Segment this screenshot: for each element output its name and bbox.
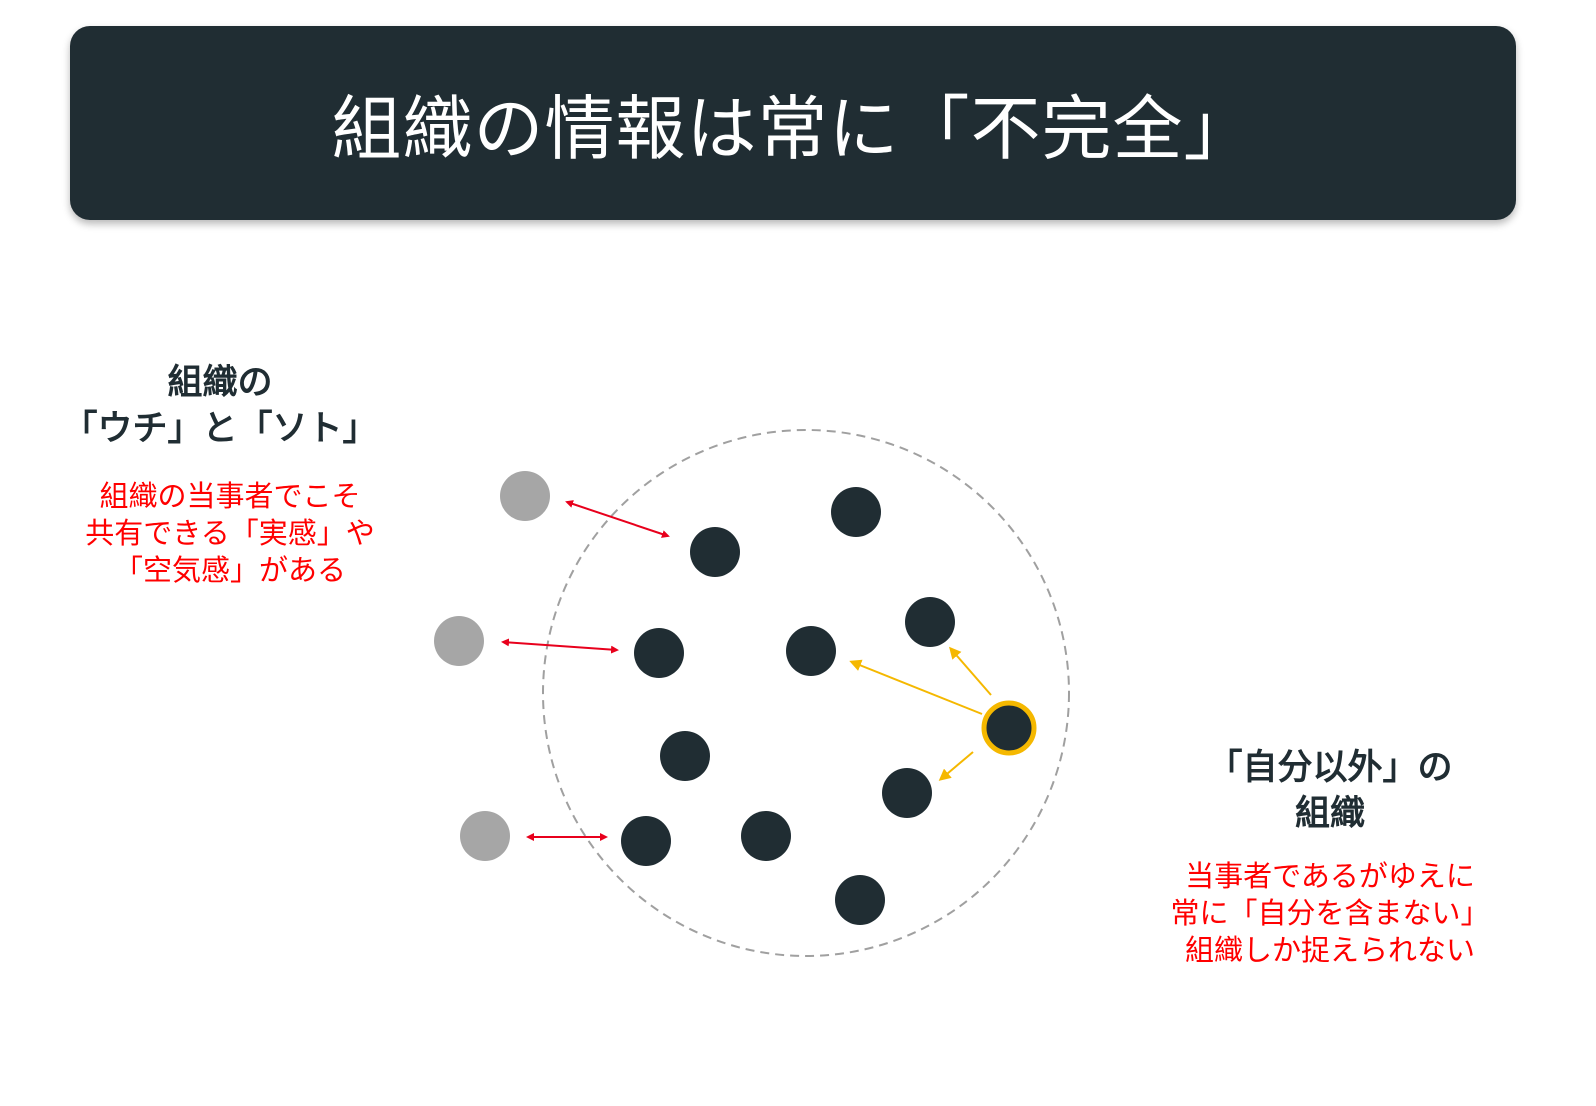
member-node xyxy=(690,527,740,577)
note-line: 常に「自分を含まない」 xyxy=(1170,896,1490,930)
inside-outside-heading: 組織の 「ウチ」と「ソト」 xyxy=(40,360,400,452)
heading-line: 組織 xyxy=(1294,794,1365,834)
excluding-self-note: 当事者であるがゆえに 常に「自分を含まない」 組織しか捉えられない xyxy=(1150,858,1510,969)
page-title: 組織の情報は常に「不完全」 xyxy=(331,87,1255,170)
note-line: 組織しか捉えられない xyxy=(1184,933,1475,967)
outsider-node xyxy=(500,471,550,521)
member-node xyxy=(882,768,932,818)
self-view-arrow xyxy=(938,751,974,781)
note-line: 組織の当事者でこそ xyxy=(99,479,361,513)
outsider-node xyxy=(460,811,510,861)
organization-boundary xyxy=(542,429,1070,957)
heading-line: 組織の xyxy=(167,363,273,403)
member-node xyxy=(905,597,955,647)
inside-outside-note: 組織の当事者でこそ 共有できる「実感」や 「空気感」がある xyxy=(40,478,420,589)
outsider-node xyxy=(434,616,484,666)
title-banner: 組織の情報は常に「不完全」 xyxy=(70,26,1516,220)
note-line: 共有できる「実感」や xyxy=(85,516,375,550)
self-view-arrow xyxy=(849,659,983,715)
self-node xyxy=(981,700,1037,756)
member-node xyxy=(634,628,684,678)
member-node xyxy=(741,811,791,861)
heading-line: 「自分以外」の xyxy=(1207,748,1453,788)
member-node xyxy=(831,487,881,537)
heading-line: 「ウチ」と「ソト」 xyxy=(62,409,378,449)
member-node xyxy=(786,626,836,676)
member-node xyxy=(621,816,671,866)
member-node xyxy=(660,731,710,781)
inside-outside-arrow xyxy=(501,638,619,654)
self-view-arrow xyxy=(949,646,992,696)
note-line: 「空気感」がある xyxy=(113,553,346,587)
member-node xyxy=(835,875,885,925)
excluding-self-heading: 「自分以外」の 組織 xyxy=(1150,745,1510,837)
inside-outside-arrow xyxy=(565,500,670,538)
note-line: 当事者であるがゆえに xyxy=(1185,859,1475,893)
